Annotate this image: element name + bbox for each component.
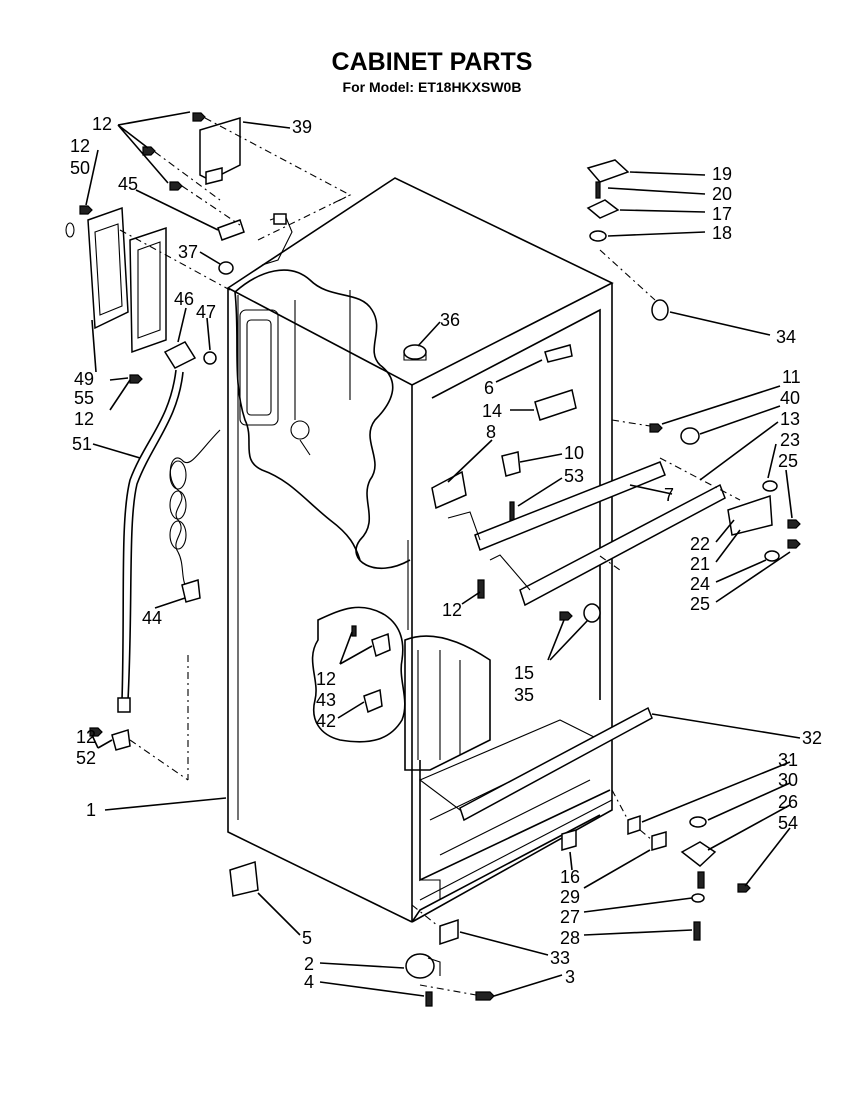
leader-lines: [85, 111, 801, 997]
callout-14: 14: [482, 401, 502, 421]
callout-1: 1: [86, 800, 96, 820]
callout-12: 12: [76, 727, 96, 747]
callouts: 12 39 12 50 45 37 46 47 49 55 12 51 44 1…: [70, 114, 822, 992]
callout-5: 5: [302, 928, 312, 948]
callout-47: 47: [196, 302, 216, 322]
assembly-lines: [119, 117, 741, 996]
callout-12: 12: [92, 114, 112, 134]
callout-2: 2: [304, 954, 314, 974]
callout-50: 50: [70, 158, 90, 178]
callout-3: 3: [565, 967, 575, 987]
callout-43: 43: [316, 690, 336, 710]
callout-42: 42: [316, 711, 336, 731]
part-13-rail: [519, 483, 726, 607]
callout-46: 46: [174, 289, 194, 309]
callout-21: 21: [690, 554, 710, 574]
parts: [65, 112, 801, 1007]
cabinet-body: [226, 177, 614, 923]
callout-52: 52: [76, 748, 96, 768]
callout-4: 4: [304, 972, 314, 992]
callout-39: 39: [292, 117, 312, 137]
callout-51: 51: [72, 434, 92, 454]
callout-37: 37: [178, 242, 198, 262]
callout-18: 18: [712, 223, 732, 243]
callout-40: 40: [780, 388, 800, 408]
callout-53: 53: [564, 466, 584, 486]
callout-7: 7: [664, 485, 674, 505]
callout-10: 10: [564, 443, 584, 463]
callout-12: 12: [442, 600, 462, 620]
callout-31: 31: [778, 750, 798, 770]
callout-35: 35: [514, 685, 534, 705]
callout-15: 15: [514, 663, 534, 683]
part-44-cord: [169, 429, 221, 591]
callout-44: 44: [142, 608, 162, 628]
callout-34: 34: [776, 327, 796, 347]
callout-19: 19: [712, 164, 732, 184]
callout-12: 12: [70, 136, 90, 156]
model-label: For Model: ET18HKXSW0B: [343, 79, 522, 95]
callout-33: 33: [550, 948, 570, 968]
callout-29: 29: [560, 887, 580, 907]
callout-45: 45: [118, 174, 138, 194]
part-5-roller: [229, 861, 259, 897]
part-32-bar: [459, 706, 653, 822]
callout-11: 11: [782, 367, 801, 387]
part-51-tube: [121, 369, 177, 701]
callout-55: 55: [74, 388, 94, 408]
callout-23: 23: [780, 430, 800, 450]
callout-28: 28: [560, 928, 580, 948]
part-2-roller: [405, 953, 435, 979]
callout-32: 32: [802, 728, 822, 748]
callout-16: 16: [560, 867, 580, 887]
part-7-rail: [474, 461, 666, 551]
callout-54: 54: [778, 813, 798, 833]
diagram-title: CABINET PARTS: [332, 48, 533, 76]
callout-30: 30: [778, 770, 798, 790]
callout-24: 24: [690, 574, 710, 594]
callout-6: 6: [484, 378, 494, 398]
callout-36: 36: [440, 310, 460, 330]
part-39-cover: [199, 116, 241, 181]
callout-8: 8: [486, 422, 496, 442]
part-26-leveler: [680, 841, 717, 867]
part-49-panel: [87, 206, 129, 330]
callout-17: 17: [712, 204, 732, 224]
callout-13: 13: [780, 409, 800, 429]
callout-20: 20: [712, 184, 732, 204]
callout-26: 26: [778, 792, 798, 812]
callout-49: 49: [74, 369, 94, 389]
callout-25: 25: [690, 594, 710, 614]
callout-22: 22: [690, 534, 710, 554]
callout-25: 25: [778, 451, 798, 471]
callout-27: 27: [560, 907, 580, 927]
callout-12: 12: [316, 669, 336, 689]
callout-12: 12: [74, 409, 94, 429]
